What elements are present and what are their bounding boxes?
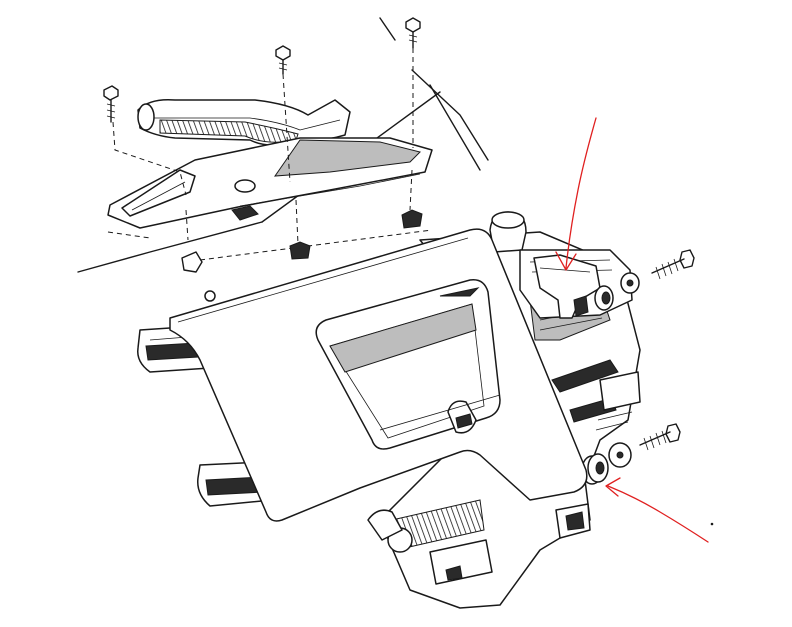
upper-mount-bolt <box>651 249 695 280</box>
cover-bolts <box>103 17 421 123</box>
lower-mount-bolt <box>639 423 681 451</box>
red-annotation-arrow-lower <box>605 477 709 543</box>
stray-dot <box>710 522 714 526</box>
bolt-right <box>405 17 421 49</box>
bolt-left <box>103 85 119 123</box>
upper-rubber-grommet-and-bracket <box>533 254 640 319</box>
bolt-middle <box>275 45 291 75</box>
red-annotation-arrow-upper <box>555 117 597 271</box>
front-cover-panel <box>169 228 588 522</box>
body-outline-lines <box>77 17 489 273</box>
clip-nuts <box>181 209 423 302</box>
lower-rubber-grommet <box>581 442 632 485</box>
assembly-guide-lines <box>107 48 433 261</box>
top-cover-panel <box>107 137 433 229</box>
